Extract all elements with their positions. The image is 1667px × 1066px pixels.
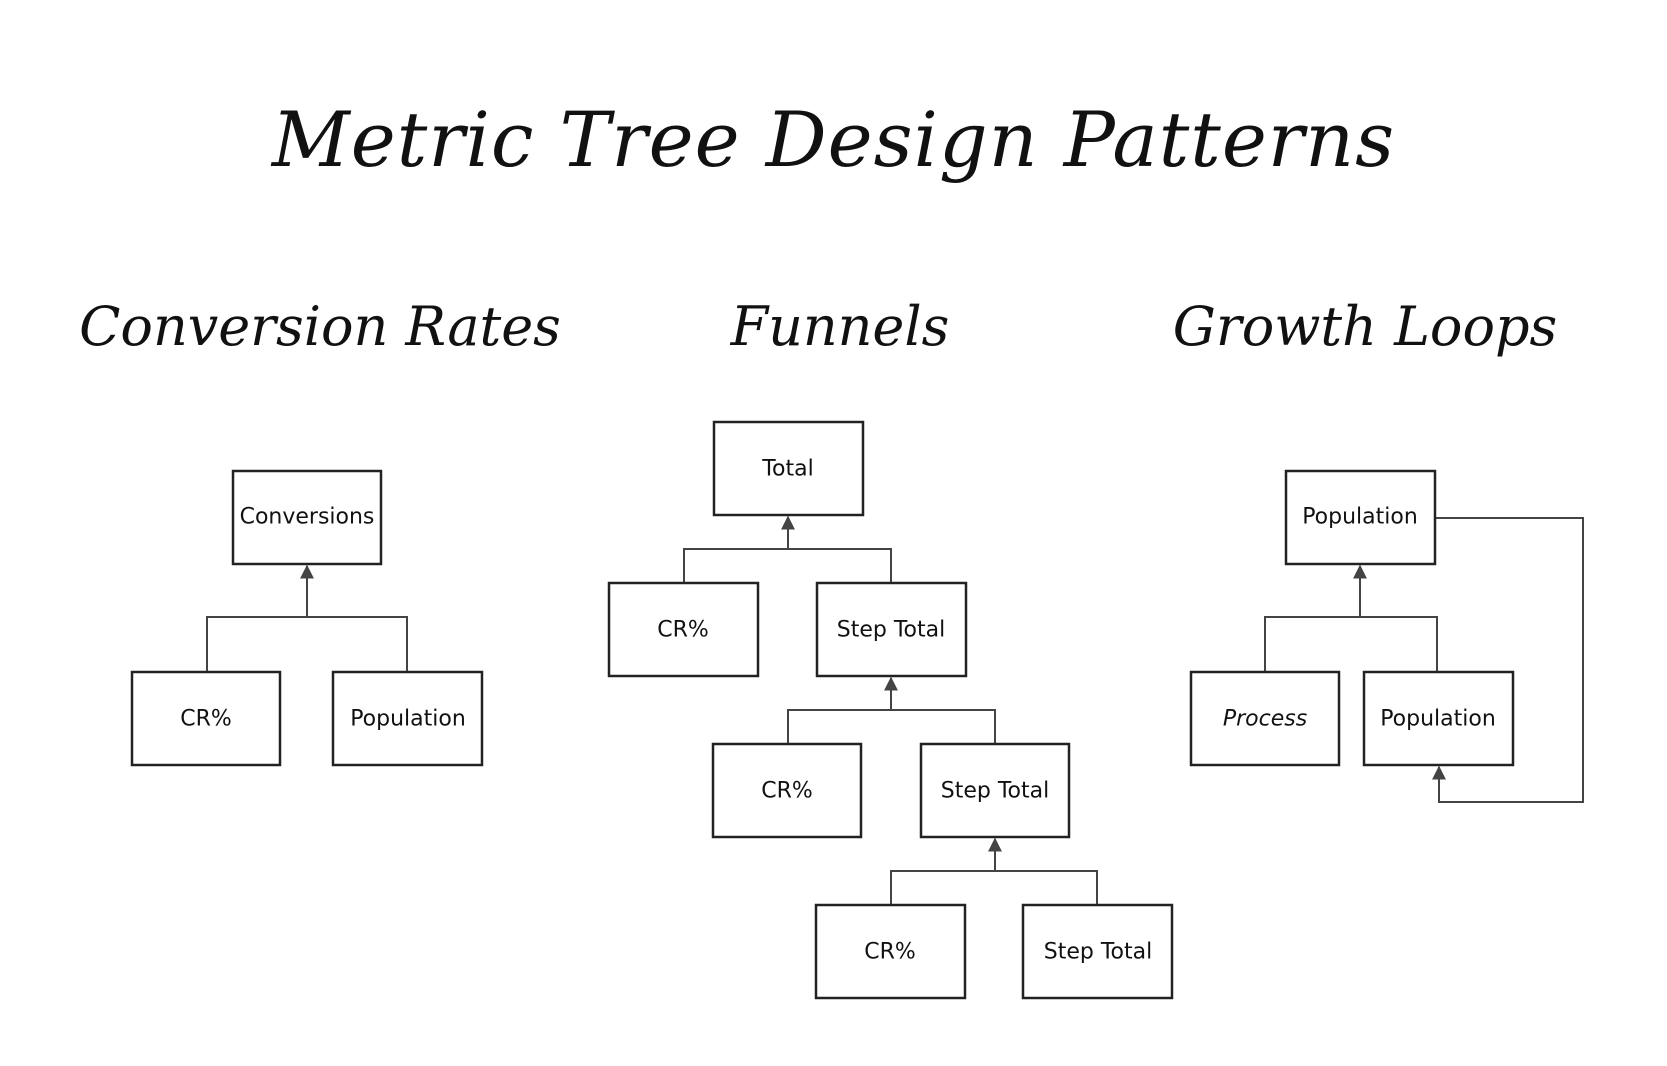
node-funnel-cr-2[interactable]: CR%: [711, 742, 863, 839]
connector-cr-to-conversions: [206, 566, 408, 672]
svg-text:Population: Population: [1380, 707, 1496, 732]
page-title: Metric Tree Design Patterns: [271, 95, 1396, 184]
node-growth-population-top[interactable]: Population: [1284, 469, 1437, 566]
node-step-total-3[interactable]: Step Total: [1021, 903, 1174, 1000]
node-step-total-2[interactable]: Step Total: [919, 742, 1071, 839]
growth-loops-diagram: Population Process Population: [1189, 469, 1584, 803]
node-conversions[interactable]: Conversions: [231, 469, 383, 566]
svg-text:Step Total: Step Total: [1044, 940, 1152, 965]
connector-feedback-loop: [1432, 517, 1584, 803]
funnels-diagram: Total CR% Step Total CR% Step Total CR% …: [607, 420, 1174, 1000]
svg-text:Step Total: Step Total: [941, 779, 1049, 804]
section-title-conversion-rates: Conversion Rates: [79, 295, 561, 358]
node-funnel-cr-3[interactable]: CR%: [814, 903, 967, 1000]
node-step-total-1[interactable]: Step Total: [815, 581, 968, 678]
conversion-rates-diagram: Conversions CR% Population: [130, 469, 484, 767]
svg-text:CR%: CR%: [657, 618, 709, 643]
section-title-funnels: Funnels: [730, 295, 950, 358]
connector-process-population-to-population: [1264, 566, 1438, 672]
section-title-growth-loops: Growth Loops: [1172, 295, 1558, 358]
node-cr[interactable]: CR%: [130, 670, 282, 767]
node-process[interactable]: Process: [1189, 670, 1341, 767]
node-funnel-cr-1[interactable]: CR%: [607, 581, 760, 678]
connector-level2-to-step-total: [787, 678, 996, 744]
svg-text:Step Total: Step Total: [837, 618, 945, 643]
connector-level3-to-step-total: [890, 839, 1098, 905]
node-growth-population-bottom[interactable]: Population: [1362, 670, 1515, 767]
svg-text:CR%: CR%: [864, 940, 916, 965]
svg-text:Conversions: Conversions: [240, 505, 375, 530]
svg-text:Total: Total: [761, 457, 813, 482]
node-total[interactable]: Total: [712, 420, 865, 517]
svg-text:CR%: CR%: [761, 779, 813, 804]
node-population[interactable]: Population: [331, 670, 484, 767]
svg-text:CR%: CR%: [180, 707, 232, 732]
svg-text:Population: Population: [1302, 505, 1418, 530]
connector-level1-to-total: [683, 517, 892, 583]
svg-text:Population: Population: [350, 707, 466, 732]
svg-text:Process: Process: [1223, 707, 1307, 732]
